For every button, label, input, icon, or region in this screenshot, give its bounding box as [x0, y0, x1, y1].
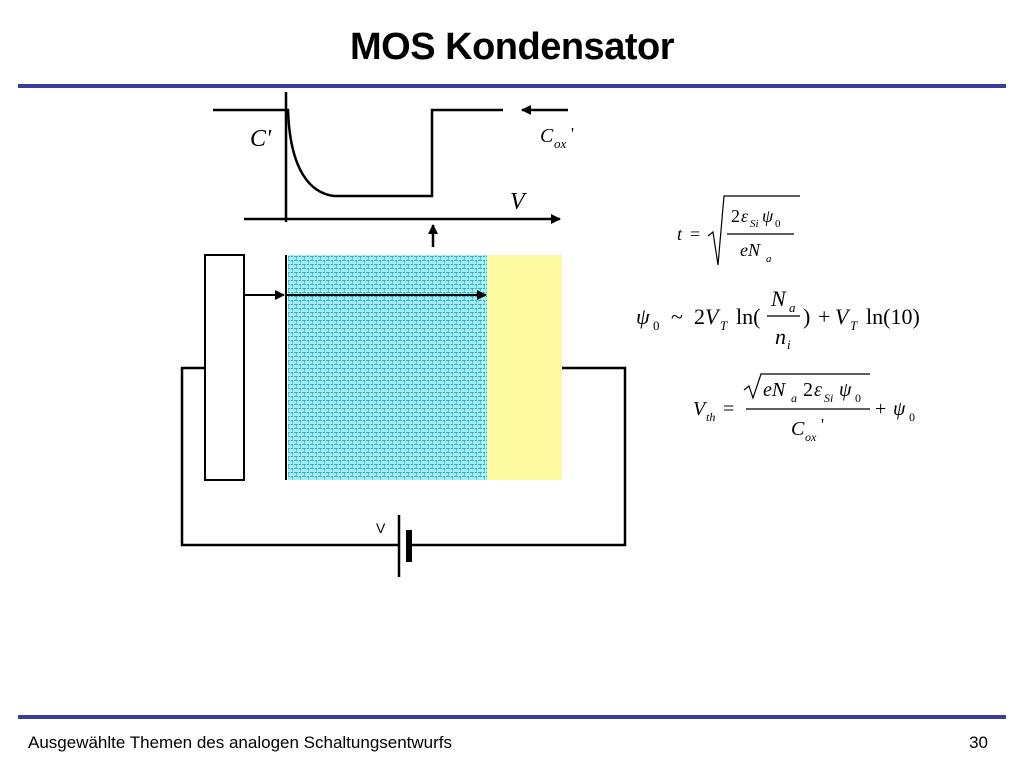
svg-text:V: V: [705, 304, 721, 329]
svg-text:ln(: ln(: [736, 304, 760, 329]
svg-text:n: n: [775, 324, 786, 349]
cox-label-main: C: [540, 125, 554, 147]
graph-y-label: C': [250, 126, 272, 152]
formula-psi0: ψ 0 ~ 2 V T ln( N a n i ) + V T ln(10): [636, 286, 920, 352]
svg-text:i: i: [787, 337, 791, 352]
page-title: MOS Kondensator: [350, 26, 674, 68]
title-divider: [18, 84, 1006, 88]
svg-text:ox: ox: [805, 430, 817, 444]
svg-text:2: 2: [803, 379, 813, 401]
formula-vth: V th = eN a 2 ε Si ψ 0 C ox ' + ψ 0: [693, 373, 915, 444]
svg-text:0: 0: [775, 218, 781, 230]
svg-text:): ): [803, 304, 810, 329]
svg-text:a: a: [766, 253, 772, 265]
svg-text:t: t: [677, 224, 683, 244]
svg-text:ln(10): ln(10): [866, 304, 920, 329]
svg-text:2: 2: [694, 304, 705, 329]
wire-left: [180, 366, 399, 547]
svg-text:ψ: ψ: [762, 206, 774, 226]
svg-text:N: N: [770, 286, 787, 311]
cox-label-sub: ox: [554, 136, 567, 151]
svg-text:0: 0: [909, 410, 915, 424]
svg-text:eN: eN: [763, 379, 787, 401]
svg-text:Si: Si: [750, 218, 759, 230]
svg-text:+: +: [818, 304, 830, 329]
svg-text:0: 0: [855, 391, 861, 405]
svg-text:2: 2: [731, 206, 740, 226]
svg-text:th: th: [706, 410, 715, 424]
page-number: 30: [969, 733, 988, 752]
graph-x-label: V: [510, 189, 527, 215]
cox-label: C ox ': [540, 124, 574, 151]
svg-text:a: a: [791, 391, 797, 405]
svg-text:T: T: [850, 318, 858, 333]
wire-right: [409, 366, 627, 547]
mos-structure: [204, 254, 562, 481]
svg-text:ψ: ψ: [636, 304, 650, 329]
svg-text:': ': [821, 415, 824, 434]
footer-divider: [18, 715, 1006, 719]
gate-electrode: [204, 254, 245, 481]
svg-text:V: V: [835, 304, 851, 329]
svg-text:ε: ε: [814, 379, 822, 401]
semiconductor-substrate: [288, 255, 487, 480]
svg-text:eN: eN: [740, 240, 761, 260]
svg-text:+: +: [875, 398, 886, 420]
svg-text:=: =: [690, 224, 700, 244]
cv-graph: C' V C ox ': [213, 92, 574, 247]
svg-text:ψ: ψ: [839, 379, 852, 401]
svg-text:~: ~: [671, 304, 683, 329]
svg-text:T: T: [720, 318, 728, 333]
svg-text:0: 0: [653, 318, 660, 333]
voltage-source-label: V: [376, 520, 386, 536]
svg-text:ψ: ψ: [893, 398, 906, 420]
back-contact: [487, 255, 562, 480]
cv-curve: [213, 108, 503, 198]
footer-text: Ausgewählte Themen des analogen Schaltun…: [28, 733, 453, 752]
formula-t: t = 2 ε Si ψ 0 eN a: [677, 195, 800, 266]
cox-label-prime: ': [571, 124, 574, 143]
svg-text:=: =: [723, 398, 734, 420]
svg-text:V: V: [693, 398, 708, 420]
circuit: V: [180, 366, 627, 577]
svg-text:ε: ε: [741, 206, 749, 226]
svg-text:Si: Si: [824, 391, 833, 405]
svg-text:a: a: [789, 300, 796, 315]
svg-text:C: C: [791, 418, 805, 440]
